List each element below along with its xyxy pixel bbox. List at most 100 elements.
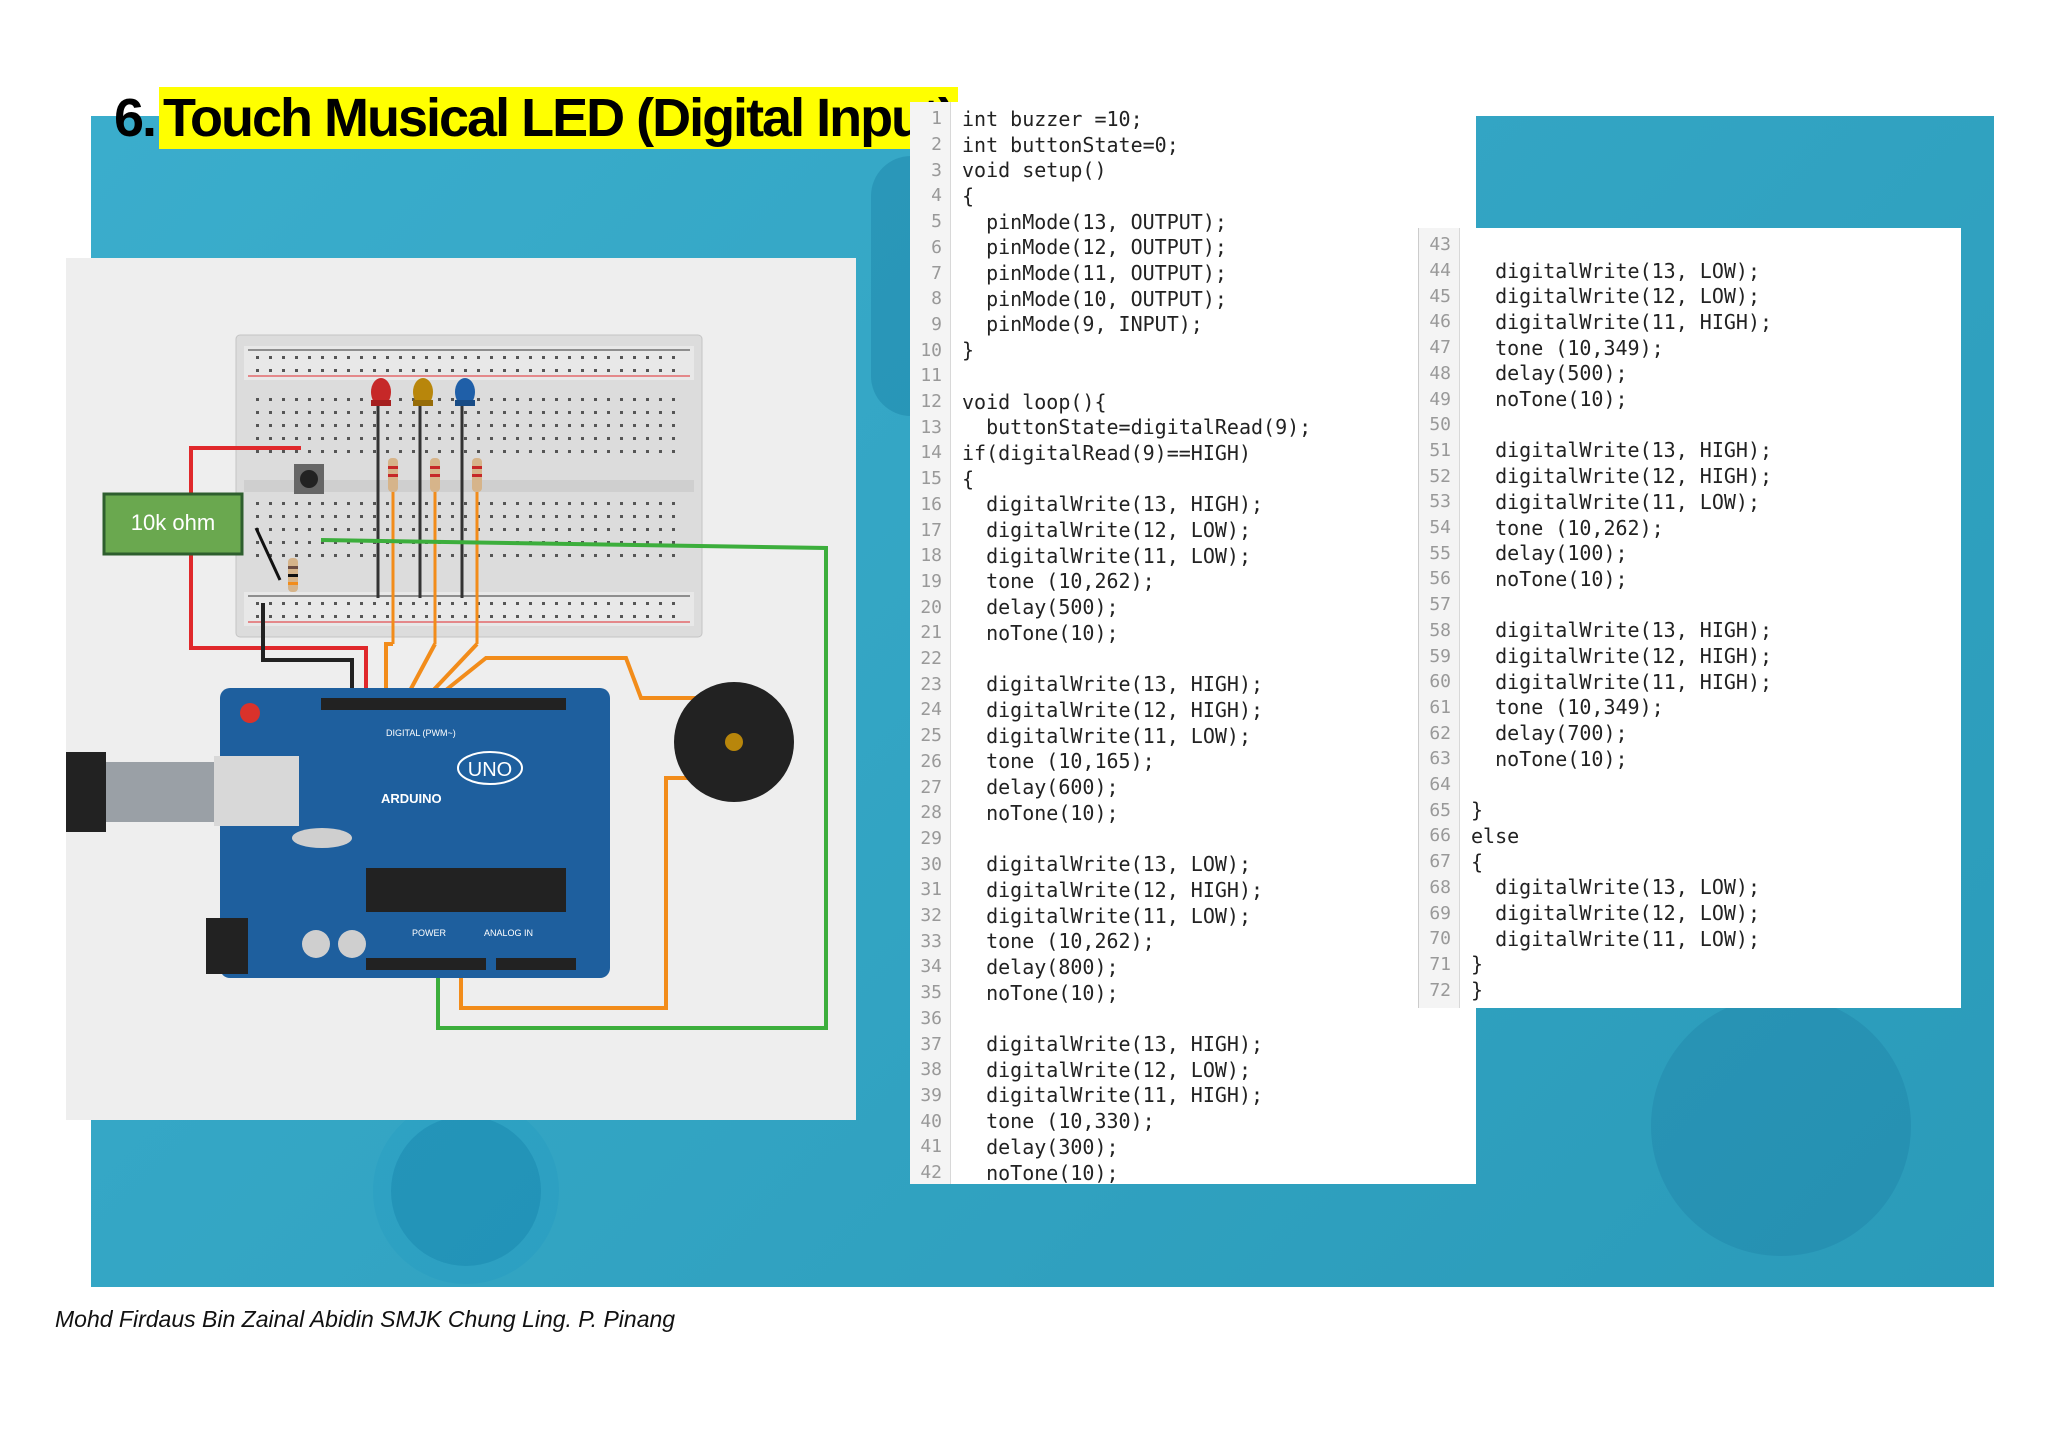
code-line: 16 digitalWrite(13, HIGH); xyxy=(910,492,1263,518)
resistor-label-text: 10k ohm xyxy=(131,510,215,535)
line-number-gutter xyxy=(1419,228,1460,1008)
code-text: tone (10,330); xyxy=(962,1109,1155,1134)
code-text: pinMode(11, OUTPUT); xyxy=(962,261,1227,286)
code-line: 60 digitalWrite(11, HIGH); xyxy=(1419,669,1772,695)
title-number: 6. xyxy=(114,88,157,148)
code-line: 69 digitalWrite(12, LOW); xyxy=(1419,900,1760,926)
code-text: noTone(10); xyxy=(962,980,1119,1005)
line-number: 58 xyxy=(1429,619,1451,641)
line-number: 66 xyxy=(1429,825,1451,847)
code-text: pinMode(13, OUTPUT); xyxy=(962,209,1227,234)
line-number: 25 xyxy=(920,725,942,747)
code-text: noTone(10); xyxy=(1471,746,1628,771)
line-number: 63 xyxy=(1429,748,1451,770)
code-text: tone (10,165); xyxy=(962,749,1155,774)
code-line: 68 digitalWrite(13, LOW); xyxy=(1419,875,1760,901)
code-text: pinMode(12, OUTPUT); xyxy=(962,235,1227,260)
code-line: 24 digitalWrite(12, HIGH); xyxy=(910,697,1263,723)
line-number: 57 xyxy=(1429,594,1451,616)
line-number: 54 xyxy=(1429,517,1451,539)
code-text: noTone(10); xyxy=(1471,566,1628,591)
code-line: 72} xyxy=(1419,977,1483,1003)
code-text: delay(300); xyxy=(962,1134,1119,1159)
code-line: 61 tone (10,349); xyxy=(1419,695,1663,721)
line-number: 64 xyxy=(1429,774,1451,796)
line-number: 12 xyxy=(920,391,942,413)
power-label: POWER xyxy=(412,928,447,938)
code-line: 63 noTone(10); xyxy=(1419,746,1628,772)
code-text: digitalWrite(13, LOW); xyxy=(1471,258,1760,283)
line-number: 72 xyxy=(1429,979,1451,1001)
code-line: 13 buttonState=digitalRead(9); xyxy=(910,414,1311,440)
code-line: 42 noTone(10); xyxy=(910,1160,1118,1186)
line-number: 30 xyxy=(920,853,942,875)
code-text: digitalWrite(13, HIGH); xyxy=(962,672,1264,697)
line-number: 45 xyxy=(1429,285,1451,307)
line-number: 61 xyxy=(1429,696,1451,718)
title-text: Touch Musical LED (Digital Input) xyxy=(159,87,959,149)
line-number: 8 xyxy=(931,288,942,310)
code-line: 4{ xyxy=(910,183,974,209)
code-text: delay(800); xyxy=(962,954,1119,979)
background-cup-shape xyxy=(391,1116,541,1266)
code-line: 18 digitalWrite(11, LOW); xyxy=(910,543,1251,569)
code-line: 21 noTone(10); xyxy=(910,620,1118,646)
line-number: 39 xyxy=(920,1084,942,1106)
analog-label: ANALOG IN xyxy=(484,928,533,938)
code-text: digitalWrite(12, LOW); xyxy=(1471,284,1760,309)
line-number: 15 xyxy=(920,468,942,490)
line-number: 3 xyxy=(931,159,942,181)
line-number: 17 xyxy=(920,519,942,541)
code-text: digitalWrite(11, LOW); xyxy=(962,903,1251,928)
code-text: tone (10,262); xyxy=(962,569,1155,594)
line-number: 40 xyxy=(920,1110,942,1132)
code-line: 25 digitalWrite(11, LOW); xyxy=(910,723,1251,749)
code-text: delay(600); xyxy=(962,775,1119,800)
code-line: 50 xyxy=(1419,412,1471,438)
code-line: 59 digitalWrite(12, HIGH); xyxy=(1419,643,1772,669)
code-line: 71} xyxy=(1419,952,1483,978)
line-number: 21 xyxy=(920,622,942,644)
line-number: 41 xyxy=(920,1136,942,1158)
code-text: pinMode(9, INPUT); xyxy=(962,312,1203,337)
line-number: 20 xyxy=(920,596,942,618)
line-number: 19 xyxy=(920,570,942,592)
code-line: 53 digitalWrite(11, LOW); xyxy=(1419,489,1760,515)
code-text: digitalWrite(13, LOW); xyxy=(1471,875,1760,900)
code-line: 39 digitalWrite(11, HIGH); xyxy=(910,1083,1263,1109)
piezo-buzzer xyxy=(674,682,794,802)
code-text: delay(700); xyxy=(1471,721,1628,746)
code-text: digitalWrite(12, HIGH); xyxy=(1471,464,1773,489)
code-text: digitalWrite(11, HIGH); xyxy=(1471,309,1773,334)
code-line: 22 xyxy=(910,646,962,672)
code-line: 17 digitalWrite(12, LOW); xyxy=(910,517,1251,543)
line-number: 6 xyxy=(931,236,942,258)
code-text: digitalWrite(12, HIGH); xyxy=(962,877,1264,902)
code-line: 41 delay(300); xyxy=(910,1134,1119,1160)
background-shape xyxy=(1651,996,1911,1256)
line-number: 56 xyxy=(1429,568,1451,590)
line-number: 27 xyxy=(920,776,942,798)
line-number: 50 xyxy=(1429,414,1451,436)
code-line: 56 noTone(10); xyxy=(1419,566,1628,592)
line-number: 52 xyxy=(1429,465,1451,487)
line-number: 18 xyxy=(920,545,942,567)
code-text: digitalWrite(11, HIGH); xyxy=(1471,669,1773,694)
code-line: 49 noTone(10); xyxy=(1419,386,1627,412)
led-resistors xyxy=(388,458,482,644)
code-line: 51 digitalWrite(13, HIGH); xyxy=(1419,438,1772,464)
line-number: 62 xyxy=(1429,722,1451,744)
line-number: 10 xyxy=(920,339,942,361)
code-text: tone (10,262); xyxy=(962,929,1155,954)
code-text: void loop(){ xyxy=(962,389,1107,414)
line-number: 55 xyxy=(1429,542,1451,564)
code-line: 5 pinMode(13, OUTPUT); xyxy=(910,209,1227,235)
code-line: 38 digitalWrite(12, LOW); xyxy=(910,1057,1251,1083)
code-line: 31 digitalWrite(12, HIGH); xyxy=(910,877,1263,903)
code-text: { xyxy=(962,466,975,491)
line-number: 71 xyxy=(1429,953,1451,975)
code-text: digitalWrite(13, LOW); xyxy=(962,852,1251,877)
code-text: { xyxy=(1471,849,1484,874)
code-line: 45 digitalWrite(12, LOW); xyxy=(1419,283,1760,309)
